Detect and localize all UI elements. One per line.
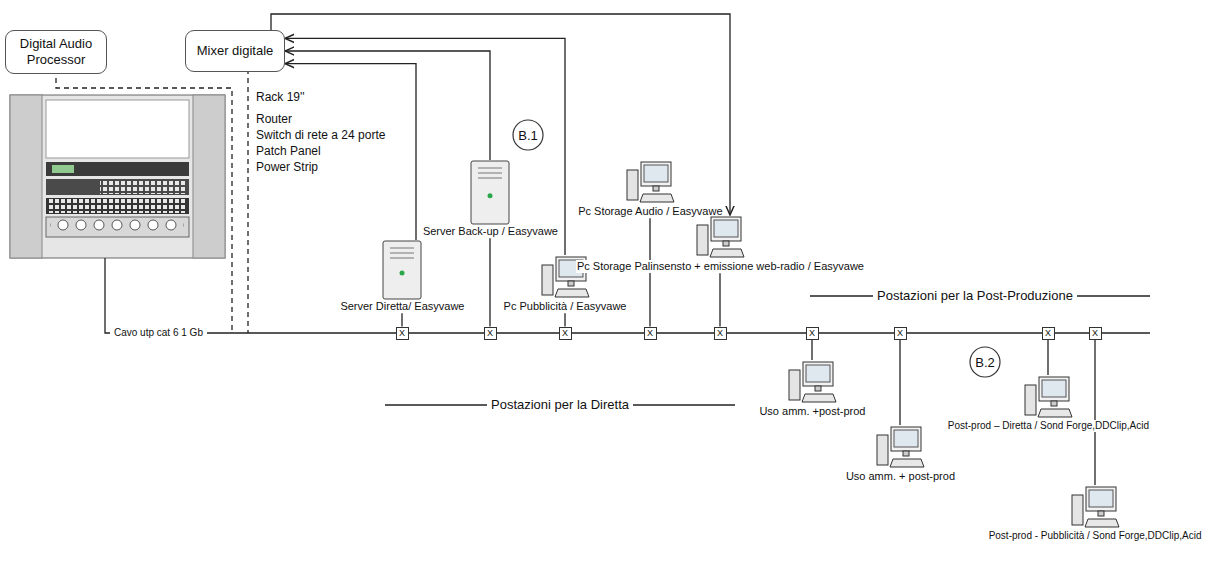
wiring [56, 60, 1150, 405]
computer-icon [625, 160, 675, 205]
server-station: Server Back-up / Easyvawe [422, 160, 558, 238]
pc-station: Post-prod - Pubblicità / Sond Forge,DDCl… [989, 485, 1202, 542]
node-label: X [647, 329, 653, 338]
server-icon [382, 240, 422, 300]
node-label: X [1045, 329, 1051, 338]
process-box: Digital Audio Processor [5, 30, 107, 74]
node-label: Pc Storage Palinsensto + emissione web-r… [576, 260, 864, 273]
network-link [811, 340, 812, 361]
part-label: Rack 19'' [256, 90, 305, 104]
network-link [564, 313, 565, 326]
node-label: X [717, 329, 723, 338]
part-label: Power Strip [256, 160, 318, 174]
part-label: Patch Panel [256, 144, 321, 158]
pc-station: Uso amm. +post-prod [759, 360, 866, 418]
node-label: Server Diretta/ Easyvawe [340, 300, 465, 313]
computer-icon [1070, 485, 1120, 530]
network-outlet: X [894, 327, 907, 340]
audio-wire [56, 60, 232, 333]
network-link [1094, 340, 1095, 486]
network-link [489, 238, 490, 326]
node-label: X [809, 329, 815, 338]
network-outlet: X [396, 327, 409, 340]
router-unit [46, 162, 189, 176]
rack-cabinet [10, 95, 225, 258]
pc-station: Uso amm. + post-prod [845, 425, 955, 483]
signal-arrow [285, 51, 490, 160]
part-label: Router [256, 112, 292, 126]
node-label: B.1 [518, 128, 538, 143]
network-outlet: X [806, 327, 819, 340]
utp-bus [105, 258, 1150, 333]
node-label: X [399, 329, 405, 338]
process-box: Mixer digitale [185, 30, 285, 72]
power-strip [46, 217, 189, 237]
network-outlet: X [1089, 327, 1102, 340]
node-label: Post-prod - Pubblicità / Sond Forge,DDCl… [989, 530, 1202, 542]
network-outlet: X [644, 327, 657, 340]
server-icon [470, 160, 510, 225]
node-label: Mixer digitale [197, 43, 274, 59]
node-label: B.2 [975, 355, 995, 370]
node-label: Server Back-up / Easyvawe [422, 225, 558, 238]
computer-icon [875, 425, 925, 470]
pc-station: Pc Storage Palinsensto + emissione web-r… [576, 215, 864, 273]
server-station: Server Diretta/ Easyvawe [340, 240, 465, 313]
node-label: Pc Storage Audio / Easyvawe [578, 205, 723, 218]
network-outlet: X [559, 327, 572, 340]
node-label: Uso amm. + post-prod [845, 470, 955, 483]
network-link [899, 340, 900, 426]
node-label: Uso amm. +post-prod [759, 405, 866, 418]
network-outlet: X [714, 327, 727, 340]
pc-station: Pc Storage Audio / Easyvawe [578, 160, 723, 218]
signal-arrow [285, 38, 565, 255]
node-label: X [487, 329, 493, 338]
switch-unit [46, 179, 189, 195]
section-label: Postazioni per la Post-Produzione [873, 288, 1077, 304]
computer-icon [787, 360, 837, 405]
audio-wire [247, 60, 248, 333]
computer-icon [1023, 375, 1073, 420]
callout-circle: B.1 [512, 119, 544, 151]
part-label: Switch di rete a 24 porte [256, 128, 385, 142]
callout-circle: B.2 [969, 346, 1001, 378]
network-outlet: X [484, 327, 497, 340]
node-label: Post-prod – Diretta / Sond Forge,DDClip,… [947, 420, 1149, 432]
network-link [719, 273, 720, 326]
computer-icon [695, 215, 745, 260]
cable-label: Cavo utp cat 6 1 Gb [110, 327, 207, 339]
node-label: X [897, 329, 903, 338]
network-outlet: X [1042, 327, 1055, 340]
node-label: Pc Pubblicità / Easyvawe [504, 300, 627, 313]
section-label: Postazioni per la Diretta [487, 397, 633, 413]
node-label: X [562, 329, 568, 338]
network-link [1047, 340, 1048, 376]
node-label: Digital Audio Processor [12, 36, 100, 67]
pc-station: Post-prod – Diretta / Sond Forge,DDClip,… [947, 375, 1149, 432]
patch-panel [46, 198, 189, 214]
node-label: X [1092, 329, 1098, 338]
network-link [401, 313, 402, 326]
